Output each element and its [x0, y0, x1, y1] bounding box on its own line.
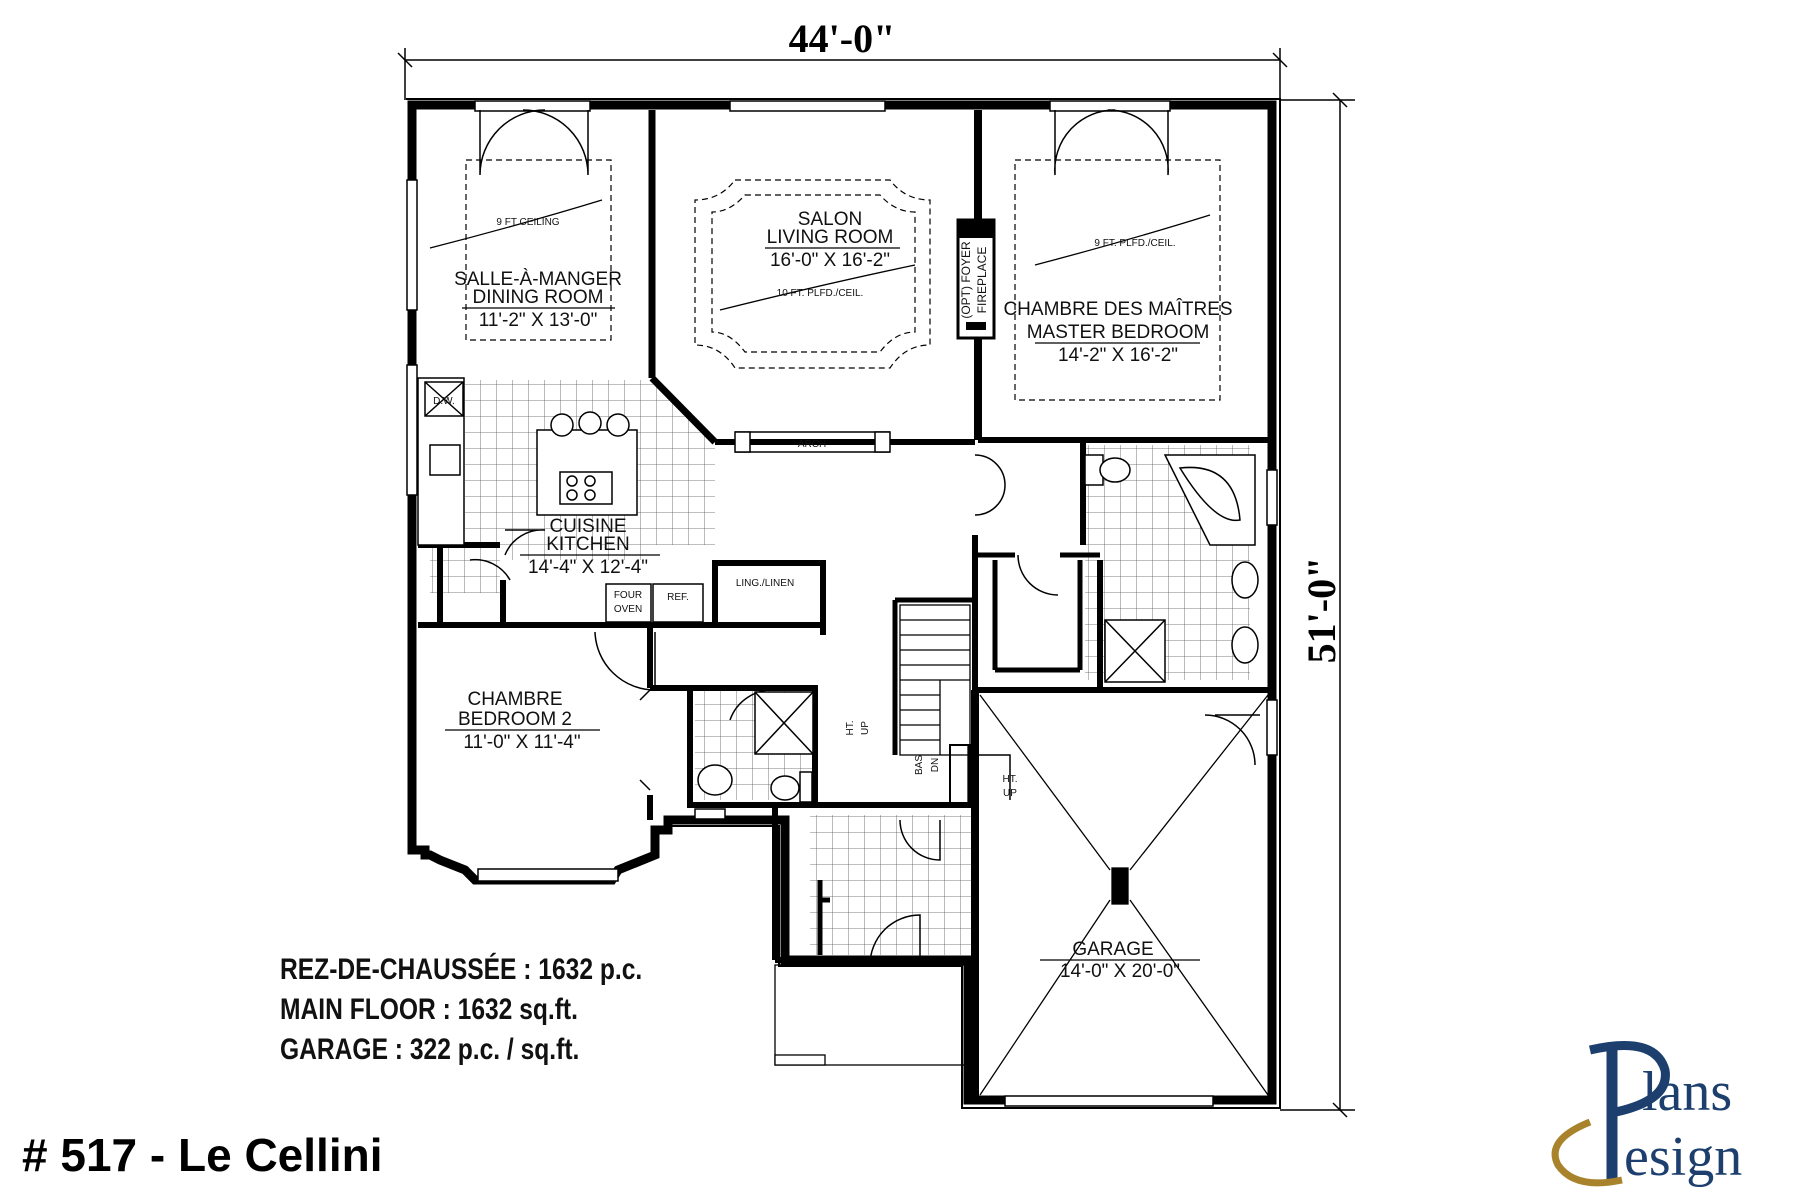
living-name-en: LIVING ROOM [767, 227, 894, 248]
dw-label: D.W. [433, 396, 455, 407]
kitchen-fixtures [417, 377, 704, 623]
dining-name-en: DINING ROOM [473, 287, 604, 308]
up-label-1: UP [860, 721, 871, 735]
bedroom2-name-fr: CHAMBRE [467, 689, 562, 710]
ht-label-1: HT. [845, 721, 856, 736]
porch [774, 964, 966, 1066]
area-garage: GARAGE : 322 p.c. / sq.ft. [280, 1033, 580, 1066]
ceiling-outlines [465, 159, 1221, 401]
kitchen-name-en: KITCHEN [546, 534, 629, 555]
room-labels: 9 FT CEILING SALLE-À-MANGER DINING ROOM … [445, 209, 1233, 982]
doors [479, 109, 1260, 966]
dimension-lines [397, 48, 1355, 1118]
depth-dimension: 51'-0" [1299, 557, 1344, 664]
plans-design-logo: lans esign [1551, 1041, 1742, 1188]
up-label-2: UP [1003, 788, 1017, 799]
bath2-fixtures [697, 691, 814, 803]
logo-text-line1: lans [1642, 1061, 1732, 1123]
master-size: 14'-2" X 16'-2" [1058, 345, 1178, 366]
stairs [899, 604, 977, 806]
fixture-labels: (OPT) FOYER FIREPLACE ARCH D.W. FOUR OVE… [433, 241, 1017, 799]
walls [406, 98, 1281, 1109]
garage-size: 14'-0" X 20'-0" [1060, 961, 1180, 982]
dining-size: 11'-2" X 13'-0" [479, 310, 598, 331]
area-main-floor-en: MAIN FLOOR : 1632 sq.ft. [280, 993, 578, 1026]
master-ceiling: 9 FT. PLFD./CEIL. [1094, 238, 1175, 249]
master-bath-fixtures [1084, 454, 1259, 683]
plan-title: # 517 - Le Cellini [22, 1129, 383, 1181]
linen-label: LING./LINEN [736, 578, 794, 589]
logo-text-line2: esign [1624, 1126, 1742, 1188]
dining-ceiling: 9 FT CEILING [496, 217, 559, 228]
arch [734, 431, 891, 453]
area-main-floor-fr: REZ-DE-CHAUSSÉE : 1632 p.c. [280, 953, 643, 986]
bas-label: BAS [914, 755, 925, 775]
width-dimension: 44'-0" [789, 16, 896, 61]
dn-label: DN [930, 758, 941, 772]
bedroom2-size: 11'-0" X 11'-4" [463, 732, 580, 753]
master-name-fr: CHAMBRE DES MAÎTRES [1003, 298, 1232, 320]
garage-name: GARAGE [1072, 939, 1153, 960]
kitchen-name-fr: CUISINE [549, 516, 626, 537]
bedroom2-name-en: BEDROOM 2 [458, 709, 572, 730]
ht-label-2: HT. [1003, 774, 1018, 785]
garage-roof-lines [979, 694, 1269, 1096]
fireplace [956, 218, 996, 340]
ceiling-arrows [429, 199, 1211, 311]
kitchen-size: 14'-4" X 12'-4" [528, 557, 648, 578]
oven-label: OVEN [614, 604, 642, 615]
living-ceiling: 10 FT. PLFD./CEIL. [777, 288, 864, 299]
fireplace-label-2: FIREPLACE [975, 247, 989, 314]
arch-label: ARCH [798, 439, 826, 450]
living-name-fr: SALON [798, 209, 862, 230]
dining-name-fr: SALLE-À-MANGER [454, 269, 622, 290]
windows [406, 100, 1278, 1107]
master-name-en: MASTER BEDROOM [1027, 322, 1210, 343]
four-label: FOUR [614, 590, 642, 601]
ref-label: REF. [667, 592, 689, 603]
fireplace-label-1: (OPT) FOYER [959, 241, 973, 319]
living-size: 16'-0" X 16'-2" [770, 250, 890, 271]
